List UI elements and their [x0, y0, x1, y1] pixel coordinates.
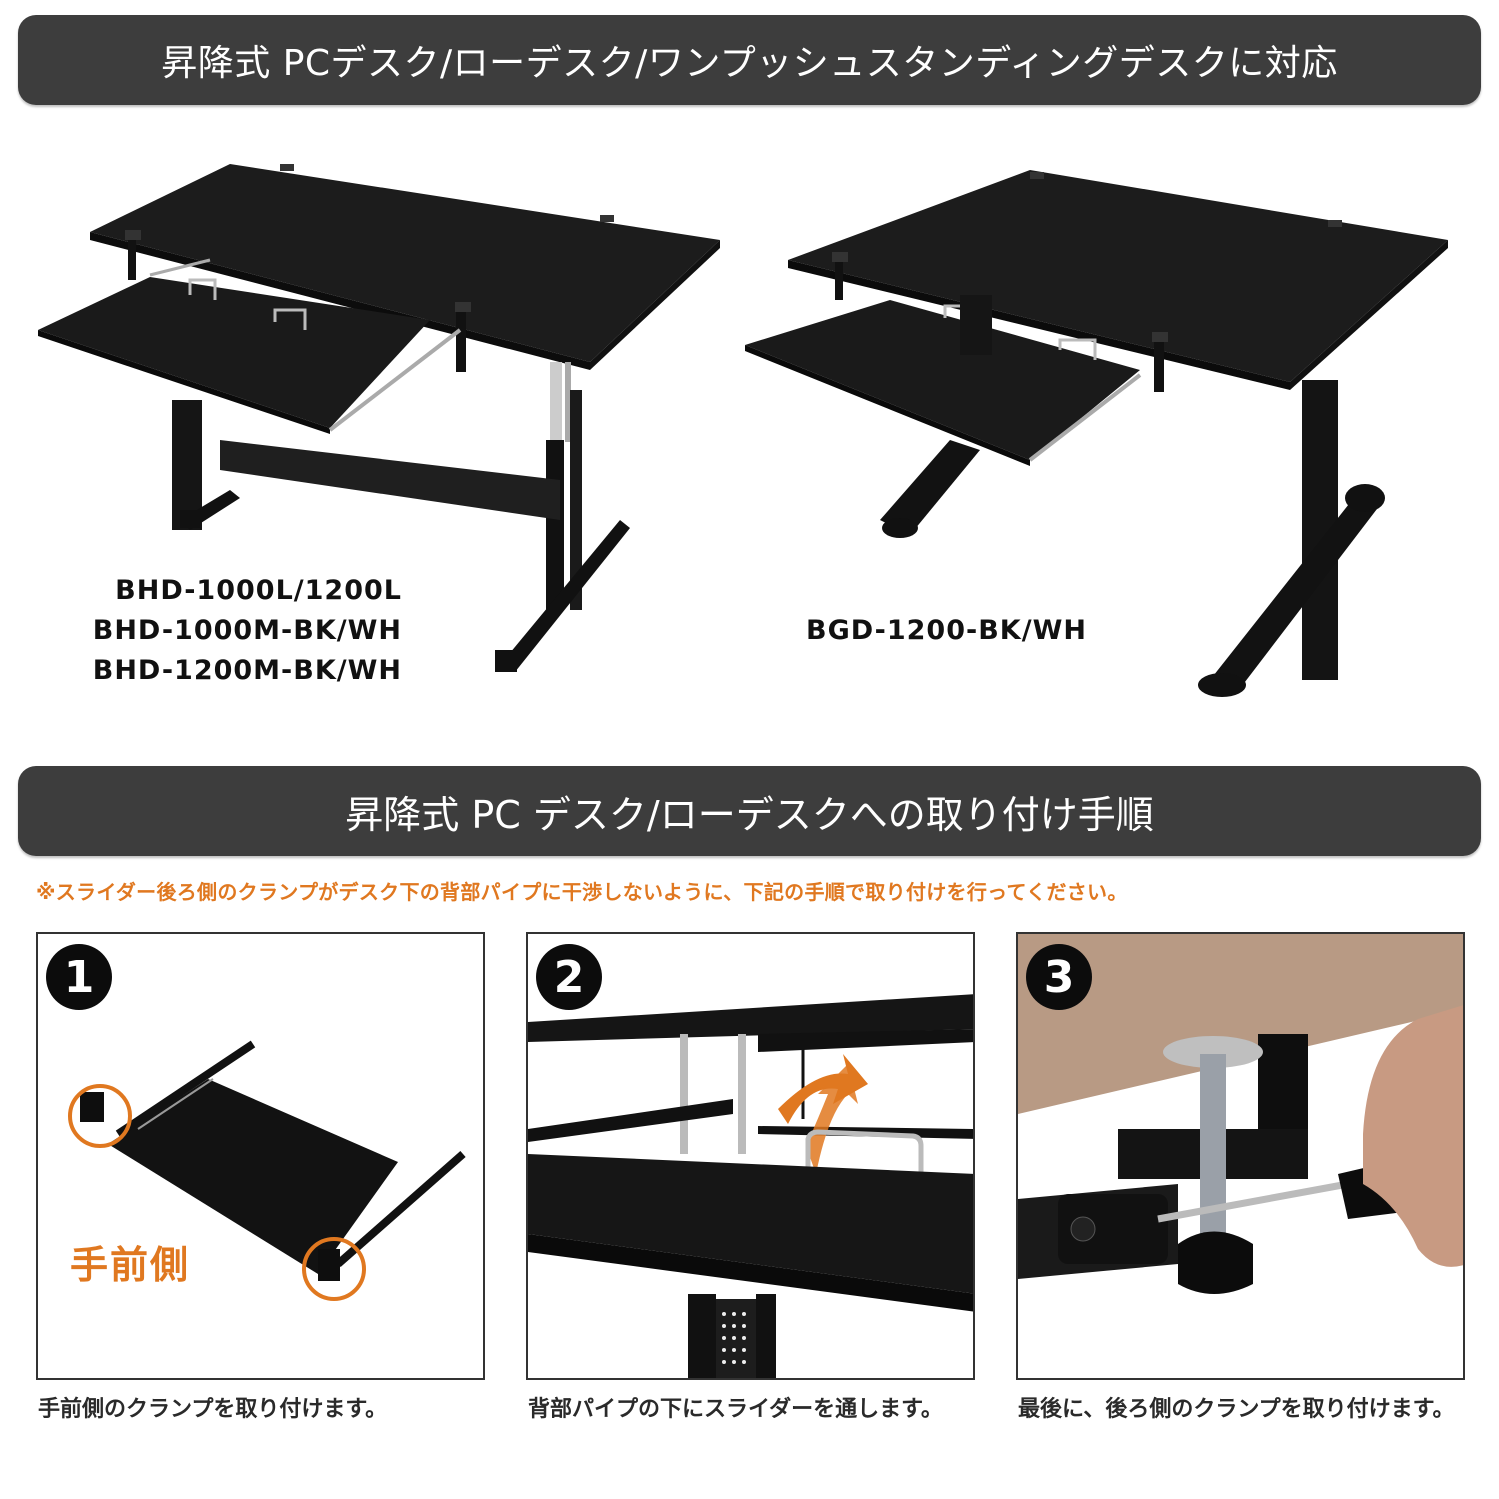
notice-text: ※スライダー後ろ側のクランプがデスク下の背部パイプに干渉しないように、下記の手順…: [36, 880, 1128, 904]
step-number-badge: 1: [46, 944, 112, 1010]
step-1-image: 1 手前側: [36, 932, 485, 1380]
desk-illustration: [745, 170, 1448, 697]
header-banner: 昇降式 PCデスク/ローデスク/ワンプッシュスタンディングデスクに対応: [18, 15, 1481, 105]
step-1-caption: 手前側のクランプを取り付けます。: [38, 1397, 388, 1422]
section-title: 昇降式 PC デスク/ローデスクへの取り付け手順: [345, 792, 1154, 837]
front-side-label: 手前側: [70, 1243, 191, 1287]
product-image-standing-desk: BGD-1200-BK/WH: [740, 160, 1460, 720]
model-label: BHD-1000M-BK/WH: [92, 615, 402, 646]
rear-clamp-illustration: [1018, 934, 1463, 1294]
step-3-caption: 最後に、後ろ側のクランプを取り付けます。: [1018, 1397, 1455, 1422]
step-2-image: 2: [526, 932, 975, 1380]
step-2-caption: 背部パイプの下にスライダーを通します。: [528, 1397, 943, 1422]
model-label: BHD-1200M-BK/WH: [92, 655, 402, 686]
section-banner: 昇降式 PC デスク/ローデスクへの取り付け手順: [18, 766, 1481, 856]
slider-under-pipe-illustration: [528, 994, 973, 1378]
model-label: BGD-1200-BK/WH: [806, 615, 1087, 646]
product-image-height-adjustable-desk: BHD-1000L/1200L BHD-1000M-BK/WH BHD-1200…: [30, 150, 730, 690]
desk-illustration: [38, 164, 720, 672]
step-number-badge: 3: [1026, 944, 1092, 1010]
keyboard-tray-illustration: [68, 1040, 466, 1301]
header-title: 昇降式 PCデスク/ローデスク/ワンプッシュスタンディングデスクに対応: [161, 43, 1338, 84]
model-label: BHD-1000L/1200L: [115, 575, 402, 606]
step-3-image: 3: [1016, 932, 1465, 1380]
step-number-badge: 2: [536, 944, 602, 1010]
